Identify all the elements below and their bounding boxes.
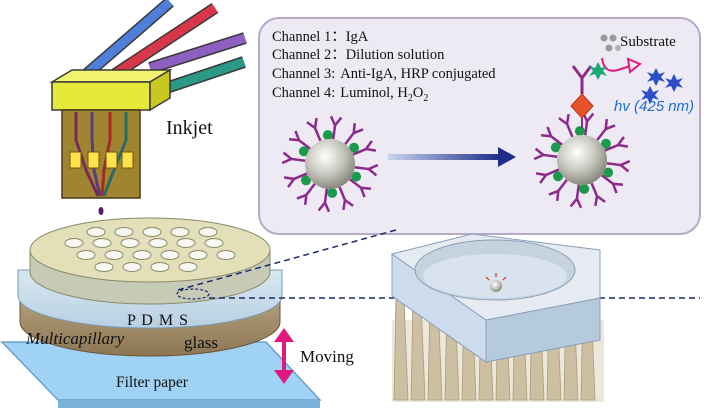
well	[178, 262, 198, 272]
well	[104, 250, 124, 260]
well-closeup	[390, 233, 604, 402]
bead-cluster-left	[281, 115, 379, 213]
channel-list: Channel 1：IgA Channel 2：Dilution solutio…	[272, 29, 496, 104]
reaction-arrow	[388, 147, 516, 167]
well	[216, 250, 236, 260]
antigen-dot	[301, 175, 312, 186]
well	[114, 227, 134, 237]
well	[142, 227, 162, 237]
bead	[557, 135, 607, 185]
well	[160, 250, 180, 260]
channel-4-line: Channel 4:Luminol, H2O2	[272, 85, 428, 104]
antigen-dot	[574, 126, 585, 137]
antigen-dot	[579, 183, 590, 194]
turnover-arrow	[601, 57, 642, 74]
antibody-icon	[344, 122, 364, 145]
antibody-icon	[352, 140, 377, 156]
antibody-icon	[569, 184, 583, 209]
selected-well-marker	[176, 288, 210, 300]
filter-paper-layer	[0, 341, 322, 408]
antibody-icon	[606, 159, 631, 173]
antigen-dot	[298, 146, 309, 157]
antibody-icon	[306, 117, 322, 142]
antibody-icon	[590, 182, 606, 207]
antigen-dot	[553, 171, 564, 182]
light-emission-icons	[641, 68, 683, 104]
antigen-dot	[600, 138, 611, 149]
antibody-icon	[329, 115, 343, 140]
well	[76, 250, 96, 260]
antigen-dot	[351, 171, 362, 182]
antibody-icon	[601, 174, 624, 194]
antibody-icon	[354, 163, 379, 177]
hrp-enzyme	[570, 65, 594, 128]
antibody-icon	[596, 118, 616, 141]
bead-cluster-right	[533, 111, 631, 209]
inkjet-assembly: Inkjet	[49, 0, 247, 243]
pdms-wells	[64, 227, 236, 272]
well	[92, 238, 112, 248]
antibody-icon	[540, 126, 563, 146]
well-bead-spikes	[485, 273, 507, 281]
antigen-dot	[550, 142, 561, 153]
inkjet-label: Inkjet	[166, 117, 213, 139]
reaction-panel: Channel 1：IgA Channel 2：Dilution solutio…	[258, 17, 701, 235]
pdms-label: P D M S	[127, 312, 189, 329]
inkjet-head-block	[49, 68, 173, 112]
antibody-icon	[288, 130, 311, 150]
substrate-molecules	[600, 34, 621, 52]
well	[188, 250, 208, 260]
substrate-label: Substrate	[620, 34, 676, 50]
antibody-icon	[548, 179, 568, 202]
well	[148, 238, 168, 248]
antibody-icon	[338, 186, 354, 211]
channel-3-line: Channel 3:Anti-IgA, HRP conjugated	[272, 66, 496, 82]
antibody-icon	[535, 168, 560, 184]
antigen-dot	[322, 130, 333, 141]
well	[176, 238, 196, 248]
well	[94, 262, 114, 272]
well	[204, 238, 224, 248]
emission-wavelength-label: hv (425 nm)	[614, 98, 694, 115]
moving-arrow	[274, 328, 294, 384]
well	[198, 227, 218, 237]
well	[86, 227, 106, 237]
well	[150, 262, 170, 272]
antibody-icon	[281, 151, 306, 165]
antibody-icon	[296, 183, 316, 206]
glass-label: glass	[184, 333, 218, 352]
antibody-icon	[558, 113, 574, 138]
antibody-icon	[317, 188, 331, 213]
well	[122, 262, 142, 272]
pdms-layer	[17, 217, 283, 329]
channel-2-line: Channel 2：Dilution solution	[272, 47, 445, 63]
antibody-icon	[604, 136, 629, 152]
antibody-icon	[349, 178, 372, 198]
device-stack: Filter paper Multicapillary glass P D M …	[0, 217, 354, 408]
well	[120, 238, 140, 248]
inkjet-circuit-board	[61, 109, 141, 199]
antigen-dot	[327, 187, 338, 198]
well	[170, 227, 190, 237]
antibody-icon	[533, 147, 558, 161]
multicapillary-label: Multicapillary	[25, 329, 125, 348]
antigen-dot	[348, 142, 359, 153]
well-bead	[490, 280, 502, 292]
well	[132, 250, 152, 260]
antigen-dot	[603, 167, 614, 178]
moving-label: Moving	[300, 347, 354, 366]
antibody-icon	[283, 172, 308, 188]
filter-paper-label: Filter paper	[116, 374, 189, 391]
bead	[305, 139, 355, 189]
green-star-icon	[589, 62, 607, 80]
well	[64, 238, 84, 248]
channel-1-line: Channel 1：IgA	[272, 29, 369, 45]
